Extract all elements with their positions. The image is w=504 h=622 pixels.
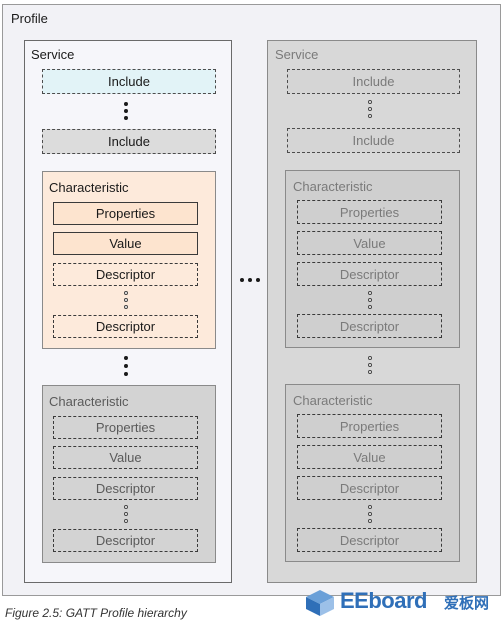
properties-box: Properties — [53, 416, 198, 439]
ellipsis-dot — [368, 305, 372, 309]
profile-label: Profile — [11, 11, 48, 26]
characteristic-label: Characteristic — [293, 393, 373, 408]
characteristic-label: Characteristic — [293, 179, 373, 194]
descriptor-box-right: Descriptor — [297, 476, 442, 500]
include-box-highlight: Include — [42, 69, 216, 94]
descriptor-box: Descriptor — [53, 529, 198, 552]
figure-caption: Figure 2.5: GATT Profile hierarchy — [5, 606, 187, 620]
ellipsis-dot — [368, 114, 372, 118]
include-box: Include — [42, 129, 216, 154]
ellipsis-dot — [368, 519, 372, 523]
ellipsis-dot — [124, 305, 128, 309]
descriptor-box-highlight: Descriptor — [53, 263, 198, 286]
descriptor-box-highlight: Descriptor — [53, 315, 198, 338]
ellipsis-dot — [124, 356, 128, 360]
ellipsis-dot — [368, 505, 372, 509]
descriptor-box: Descriptor — [53, 477, 198, 500]
include-box-right: Include — [287, 69, 460, 94]
descriptor-box-right: Descriptor — [297, 314, 442, 338]
ellipsis-dot — [124, 102, 128, 106]
ellipsis-dot — [124, 512, 128, 516]
ellipsis-dot — [368, 100, 372, 104]
value-box-highlight: Value — [53, 232, 198, 255]
service-label-right: Service — [275, 47, 319, 62]
ellipsis-dot — [124, 372, 128, 376]
properties-box-right: Properties — [297, 414, 442, 438]
characteristic-label: Characteristic — [49, 180, 129, 195]
characteristic-label: Characteristic — [49, 394, 129, 409]
ellipsis-dot — [368, 291, 372, 295]
properties-box-highlight: Properties — [53, 202, 198, 225]
ellipsis-dot — [124, 116, 128, 120]
ellipsis-dot — [368, 107, 372, 111]
descriptor-box-right: Descriptor — [297, 528, 442, 552]
ellipsis-dot — [124, 298, 128, 302]
descriptor-box-right: Descriptor — [297, 262, 442, 286]
ellipsis-dot — [124, 364, 128, 368]
cube-logo-icon — [306, 590, 334, 616]
ellipsis-dot — [256, 278, 260, 282]
ellipsis-dot — [248, 278, 252, 282]
ellipsis-dot — [124, 291, 128, 295]
ellipsis-dot — [124, 519, 128, 523]
watermark-brand: EEboard — [340, 588, 427, 613]
service-label-left: Service — [31, 47, 75, 62]
value-box-right: Value — [297, 231, 442, 255]
ellipsis-dot — [368, 356, 372, 360]
watermark: EEboard 爱板网 — [304, 586, 500, 620]
ellipsis-dot — [240, 278, 244, 282]
ellipsis-dot — [368, 370, 372, 374]
ellipsis-dot — [368, 298, 372, 302]
properties-box-right: Properties — [297, 200, 442, 224]
watermark-cn: 爱板网 — [444, 595, 490, 612]
value-box: Value — [53, 446, 198, 469]
value-box-right: Value — [297, 445, 442, 469]
ellipsis-dot — [368, 512, 372, 516]
ellipsis-dot — [368, 363, 372, 367]
ellipsis-dot — [124, 505, 128, 509]
ellipsis-dot — [124, 109, 128, 113]
include-box-right: Include — [287, 128, 460, 153]
